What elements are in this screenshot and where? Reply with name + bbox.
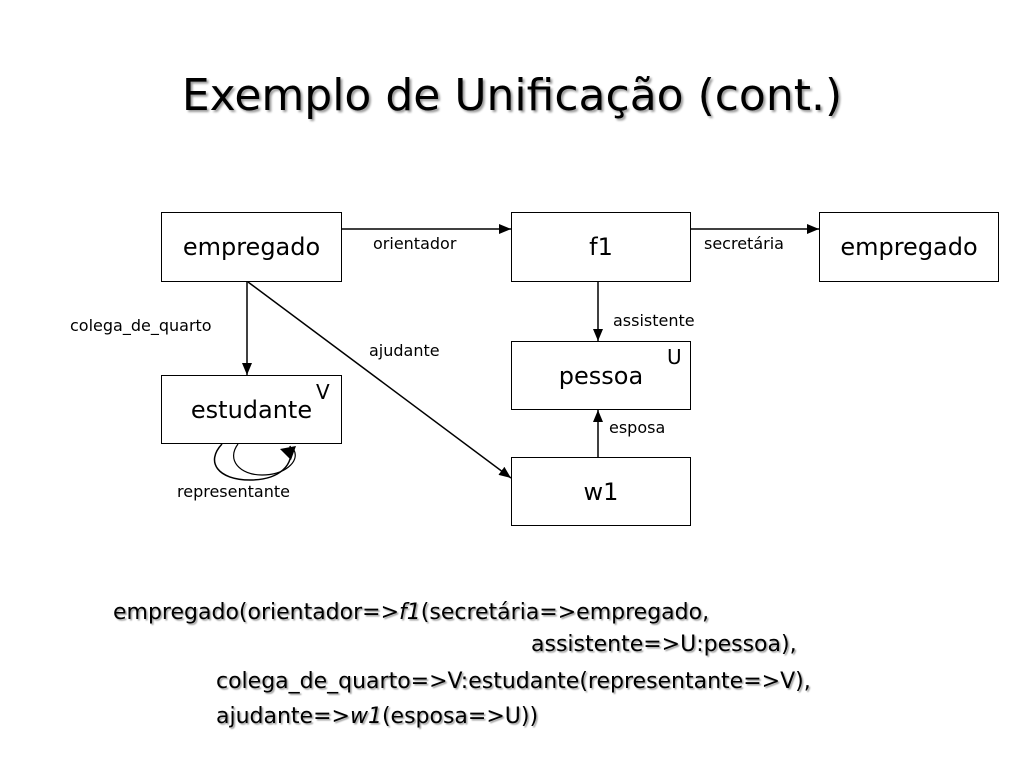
label-assistente: assistente (613, 311, 695, 330)
label-colega-de-quarto: colega_de_quarto (70, 316, 212, 335)
frame-w1: w1 (349, 704, 382, 729)
label-representante: representante (177, 482, 290, 501)
label-ajudante: ajudante (369, 341, 440, 360)
edge-representante-loop (213, 443, 292, 481)
node-empregado-secretaria: empregado (819, 212, 999, 282)
variable-v: V (316, 380, 330, 404)
node-empregado: empregado (161, 212, 342, 282)
frame-line-1-head: empregado(orientador=> (113, 600, 400, 625)
node-estudante: estudante (161, 375, 342, 444)
slide-title: Exemplo de Unificação (cont.) (181, 70, 843, 121)
variable-u: U (667, 345, 682, 369)
edge-ajudante (247, 281, 512, 479)
edge-representante-loop-inner (233, 443, 296, 476)
frame-line-4: ajudante=>w1(esposa=>U)) (216, 701, 538, 732)
label-secretaria: secretária (704, 234, 784, 253)
frame-line-4-head: ajudante=> (216, 704, 350, 729)
edge-representante-arrowhead (280, 446, 296, 460)
frame-line-3: colega_de_quarto=>V:estudante(representa… (216, 669, 811, 694)
frame-f1: f1 (399, 600, 421, 625)
frame-line-1-tail: (secretária=>empregado, (420, 600, 710, 625)
frame-line-1: empregado(orientador=>f1(secretária=>emp… (113, 597, 709, 628)
label-esposa: esposa (609, 418, 666, 437)
node-f1: f1 (511, 212, 691, 282)
node-w1: w1 (511, 457, 691, 526)
node-pessoa: pessoa (511, 341, 691, 410)
frame-line-4-tail: (esposa=>U)) (381, 704, 539, 729)
frame-line-2: assistente=>U:pessoa), (531, 632, 797, 657)
label-orientador: orientador (373, 234, 457, 253)
